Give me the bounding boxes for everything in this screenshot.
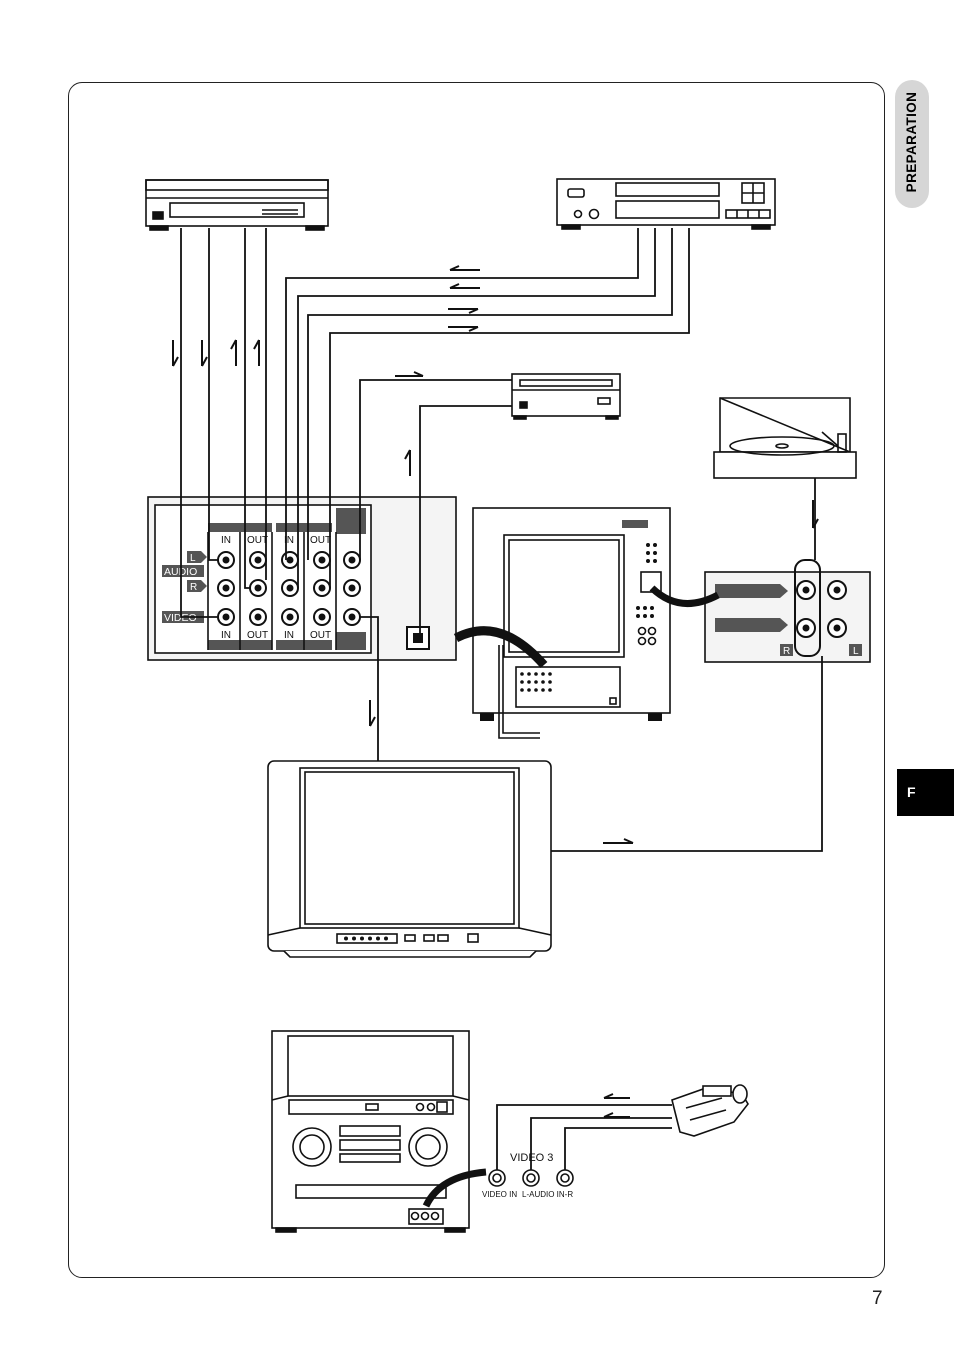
cd-player-device — [511, 373, 621, 420]
connection-cables — [180, 228, 823, 1208]
turntable-l-label: L — [853, 646, 859, 657]
turntable-device — [713, 397, 857, 479]
panel-in-label-top-2: IN — [284, 535, 294, 546]
section-tab-background — [895, 80, 929, 208]
video3-video-in-label: VIDEO IN — [482, 1190, 517, 1199]
main-unit-device — [472, 507, 671, 739]
panel-out-label-bottom-2: OUT — [310, 630, 331, 641]
panel-r-label: R — [190, 582, 197, 593]
page-number: 7 — [872, 1288, 883, 1309]
panel-out-label-bottom-1: OUT — [247, 630, 268, 641]
section-tab: PREPARATION — [895, 78, 929, 210]
vcr-device — [145, 179, 329, 231]
amplifier-rear-panel — [147, 496, 457, 661]
panel-l-label: L — [190, 553, 196, 564]
video3-audio-in-label: L-AUDIO IN-R — [522, 1190, 573, 1199]
panel-in-label-bottom-1: IN — [221, 630, 231, 641]
television-device — [267, 760, 552, 958]
camcorder-device — [671, 1084, 749, 1137]
panel-out-label-top-2: OUT — [310, 535, 331, 546]
panel-out-label-top-1: OUT — [247, 535, 268, 546]
mini-system-device — [271, 1030, 470, 1233]
turntable-r-label: R — [783, 646, 790, 657]
video3-input-jacks — [488, 1169, 574, 1187]
turntable-input-panel — [704, 559, 871, 663]
panel-video-label: VIDEO — [164, 612, 197, 624]
panel-in-label-top-1: IN — [221, 535, 231, 546]
language-tab: F — [897, 769, 954, 816]
panel-in-label-bottom-2: IN — [284, 630, 294, 641]
diagram-frame — [68, 82, 885, 1278]
signal-arrows — [172, 265, 819, 1118]
cassette-deck-device — [556, 178, 776, 230]
